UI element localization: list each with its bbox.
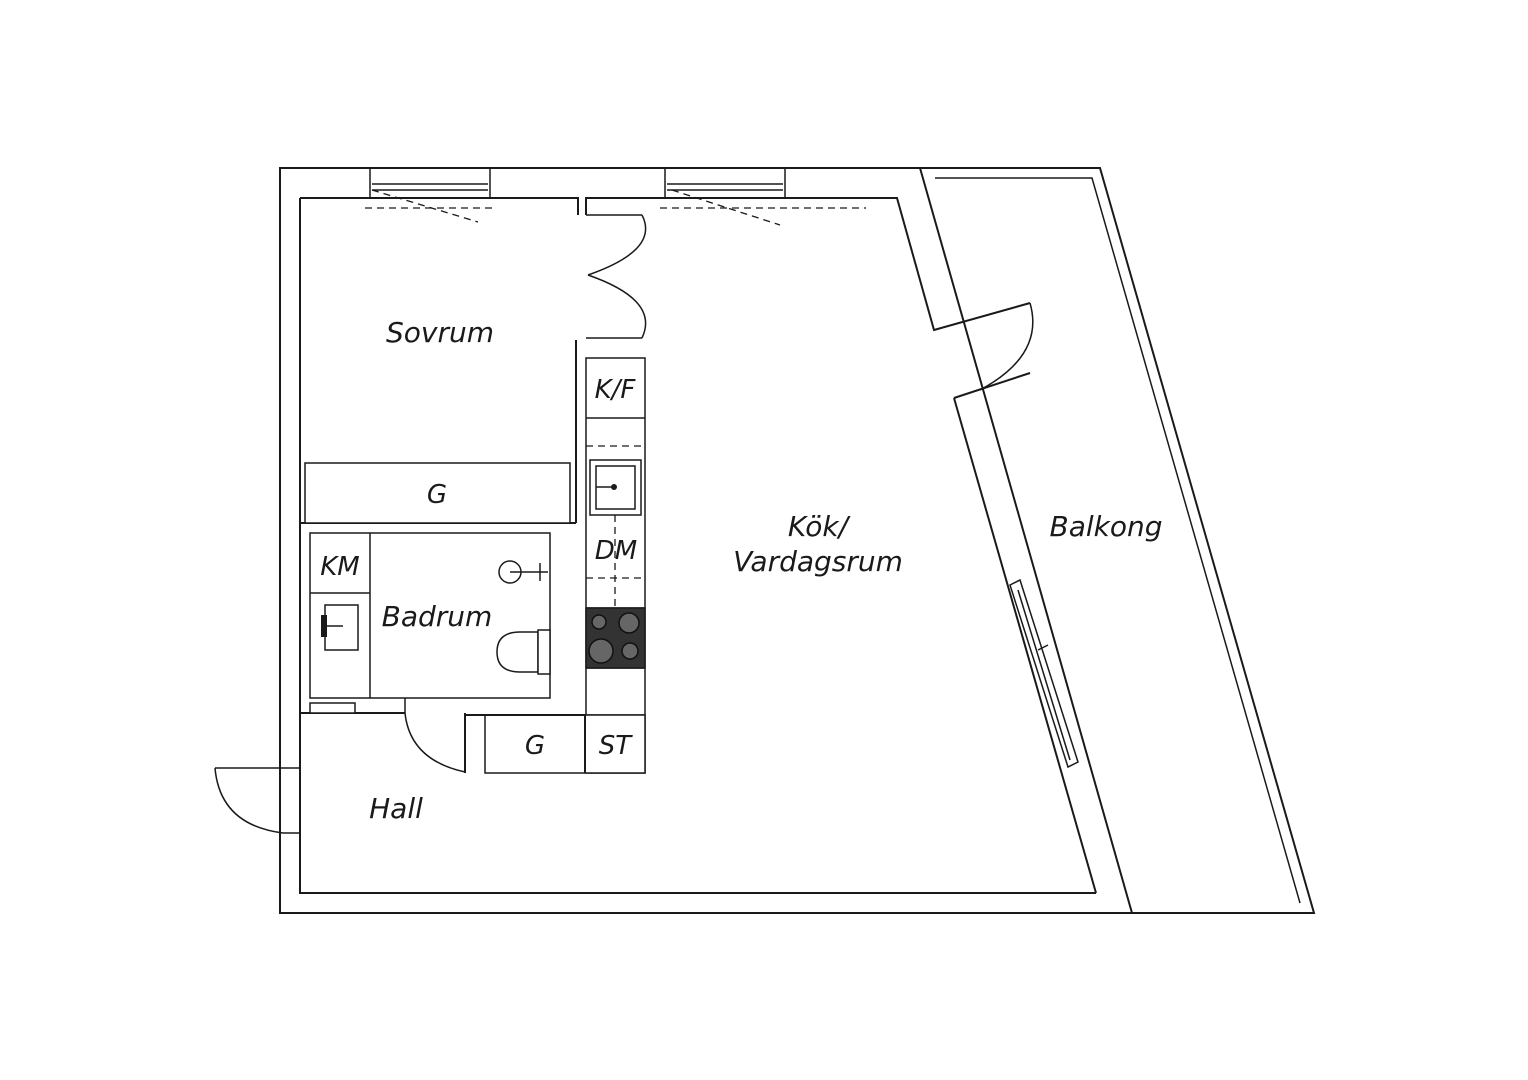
room-label-kok: Kök/ (788, 510, 851, 543)
room-label-balkong: Balkong (1049, 510, 1162, 543)
balcony-door (979, 302, 1034, 391)
balcony-window (1009, 578, 1079, 769)
washing-machine-label: KM (320, 552, 359, 582)
dishwasher-label: DM (595, 536, 637, 566)
stove-icon (585, 607, 646, 669)
hall-wardrobe-label: G (525, 731, 545, 761)
entrance-door (214, 713, 301, 893)
washbasin-icon (321, 604, 359, 651)
storage-label: ST (599, 731, 634, 761)
bathroom-door (404, 698, 466, 773)
toilet-icon (496, 629, 551, 675)
window-bedroom (365, 167, 495, 223)
room-label-hall: Hall (369, 792, 423, 825)
bedroom-wardrobe-label: G (427, 480, 447, 510)
room-label-sovrum: Sovrum (386, 316, 494, 349)
room-label-vardagsrum: Vardagsrum (733, 545, 903, 578)
hall-storage: G ST (465, 714, 646, 774)
shower-icon (498, 560, 548, 584)
kitchen-counter (585, 357, 646, 774)
balcony (919, 167, 1316, 914)
window-living (660, 167, 866, 226)
bedroom-door (586, 214, 647, 339)
room-label-badrum: Badrum (382, 600, 493, 633)
bathroom-walls (300, 532, 551, 773)
kitchen-sink (589, 459, 642, 516)
bedroom-wardrobe: G (304, 462, 571, 524)
fridge-freezer-label: K/F (595, 375, 637, 405)
